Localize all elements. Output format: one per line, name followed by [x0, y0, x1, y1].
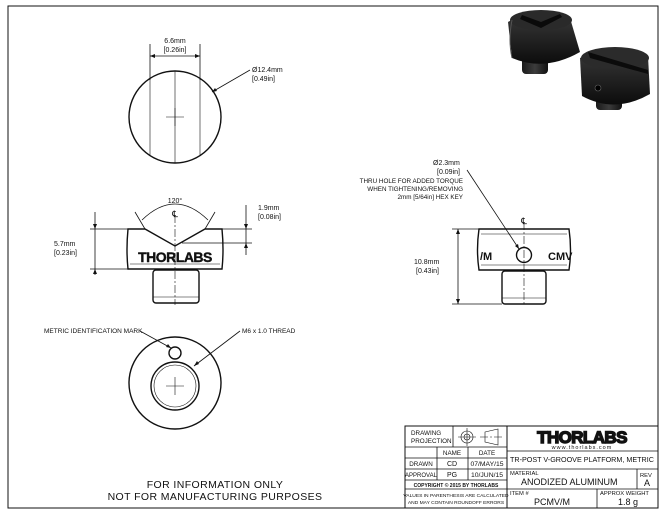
width-arrow-left — [150, 54, 155, 58]
id-mark-arrow — [166, 344, 171, 348]
thread-arrow — [194, 361, 199, 366]
tb-approval-name: PG — [447, 472, 457, 479]
tb-drawn-date: 07/MAY/15 — [470, 461, 503, 468]
tb-projection: PROJECTION — [411, 438, 452, 445]
front-depth-in: [0.08in] — [258, 214, 281, 221]
side-view: ℄ /M CMV Ø2.3mm [0.09in] THRU HOLE FOR A… — [360, 160, 573, 306]
tb-drawn-label: DRAWN — [409, 461, 433, 468]
tb-item-label: ITEM # — [510, 491, 529, 497]
bottom-thread-minor — [153, 364, 197, 408]
side-left-label: /M — [480, 251, 492, 263]
tb-name-header: NAME — [443, 450, 461, 457]
height-arrow-top — [93, 224, 97, 229]
top-dia-mm: Ø12.4mm — [252, 67, 283, 74]
angle-arc — [141, 203, 209, 221]
tb-material: ANODIZED ALUMINUM — [521, 477, 618, 487]
side-height-arrow-top — [456, 229, 460, 234]
tb-weight-label: APPROX WEIGHT — [600, 491, 649, 497]
front-view: THORLABS 120° ℄ 1.9mm [0.08in] 5.7mm [0.… — [54, 197, 281, 305]
tb-weight: 1.8 g — [618, 497, 638, 507]
thread-leader — [193, 330, 241, 367]
tb-approval-date: 10/JUN/15 — [471, 472, 503, 479]
top-view: 6.6mm [0.26in] Ø12.4mm [0.49in] — [128, 38, 283, 164]
side-centerline-symbol: ℄ — [520, 216, 527, 226]
hole-arrow — [515, 244, 519, 249]
front-brand: THORLABS — [138, 249, 212, 265]
side-height-arrow-bottom — [456, 299, 460, 304]
tb-drawn-name: CD — [447, 461, 457, 468]
depth-arrow-bottom — [244, 243, 248, 248]
tb-values-note-1: VALUES IN PARENTHESIS ARE CALCULATED — [403, 493, 509, 499]
title-block-frame — [404, 425, 659, 509]
tb-description: TR-POST V-GROOVE PLATFORM, METRIC — [510, 455, 654, 464]
hole-note-1: THRU HOLE FOR ADDED TORQUE — [360, 178, 463, 185]
side-head-outline — [476, 228, 572, 271]
top-width-in: [0.26in] — [164, 47, 187, 54]
dia-arrow — [212, 88, 217, 92]
bottom-outer — [128, 336, 222, 430]
angle-ext-left — [134, 211, 146, 230]
tb-item: PCMV/M — [534, 497, 570, 507]
height-arrow-bottom — [93, 269, 97, 274]
bottom-thread — [150, 361, 200, 411]
notice-line-1: FOR INFORMATION ONLY — [146, 479, 284, 491]
hole-leader-a — [466, 169, 520, 250]
front-height-mm: 5.7mm — [54, 241, 76, 248]
hole-note-3: 2mm [5/64in] HEX KEY — [398, 194, 464, 201]
thread-label: M6 x 1.0 THREAD — [242, 328, 296, 335]
render-part-2 — [580, 47, 650, 110]
side-height-mm: 10.8mm — [414, 259, 439, 266]
tb-rev-label: REV — [640, 473, 652, 479]
tb-approval-label: APPROVAL — [405, 473, 438, 479]
hole-in: [0.09in] — [437, 169, 460, 176]
projection-symbol-icon — [458, 428, 502, 446]
front-centerline-symbol: ℄ — [171, 209, 178, 219]
dia-leader — [211, 69, 251, 93]
side-right-label: CMV — [548, 251, 573, 263]
front-depth-mm: 1.9mm — [258, 205, 280, 212]
title-block: DRAWING PROJECTION NAME DATE DRAWN CD 07… — [403, 425, 659, 509]
product-render — [508, 10, 650, 110]
render-part-1 — [508, 10, 580, 74]
width-arrow-right — [195, 54, 200, 58]
hole-note-2: WHEN TIGHTENING/REMOVING — [367, 186, 463, 193]
side-height-in: [0.43in] — [416, 268, 439, 275]
front-thread — [152, 269, 200, 304]
id-mark-label: METRIC IDENTIFICATION MARK — [44, 328, 143, 335]
tb-copyright: COPYRIGHT © 2015 BY THORLABS — [414, 482, 499, 489]
top-width-mm: 6.6mm — [164, 38, 186, 45]
depth-arrow-top — [244, 224, 248, 229]
bottom-view: METRIC IDENTIFICATION MARK M6 x 1.0 THRE… — [44, 328, 296, 430]
id-mark-leader — [139, 330, 172, 349]
tb-website: www.thorlabs.com — [551, 445, 613, 451]
metric-id-mark — [168, 346, 182, 360]
tb-drawing: DRAWING — [411, 430, 441, 437]
front-angle: 120° — [168, 197, 183, 205]
tb-rev: A — [644, 478, 650, 488]
front-height-in: [0.23in] — [54, 250, 77, 257]
notice-line-2: NOT FOR MANUFACTURING PURPOSES — [107, 491, 323, 503]
tb-values-note-2: AND MAY CONTAIN ROUNDOFF ERRORS — [408, 500, 505, 506]
tb-logo: THORLABS — [537, 428, 627, 447]
tb-date-header: DATE — [479, 450, 495, 457]
manufacturing-notice: FOR INFORMATION ONLY NOT FOR MANUFACTURI… — [90, 479, 340, 503]
angle-ext-right — [204, 211, 216, 230]
hole-mm: Ø2.3mm — [433, 160, 460, 167]
tb-material-label: MATERIAL — [510, 471, 539, 477]
top-dia-in: [0.49in] — [252, 76, 275, 83]
sheet-border — [7, 5, 659, 509]
